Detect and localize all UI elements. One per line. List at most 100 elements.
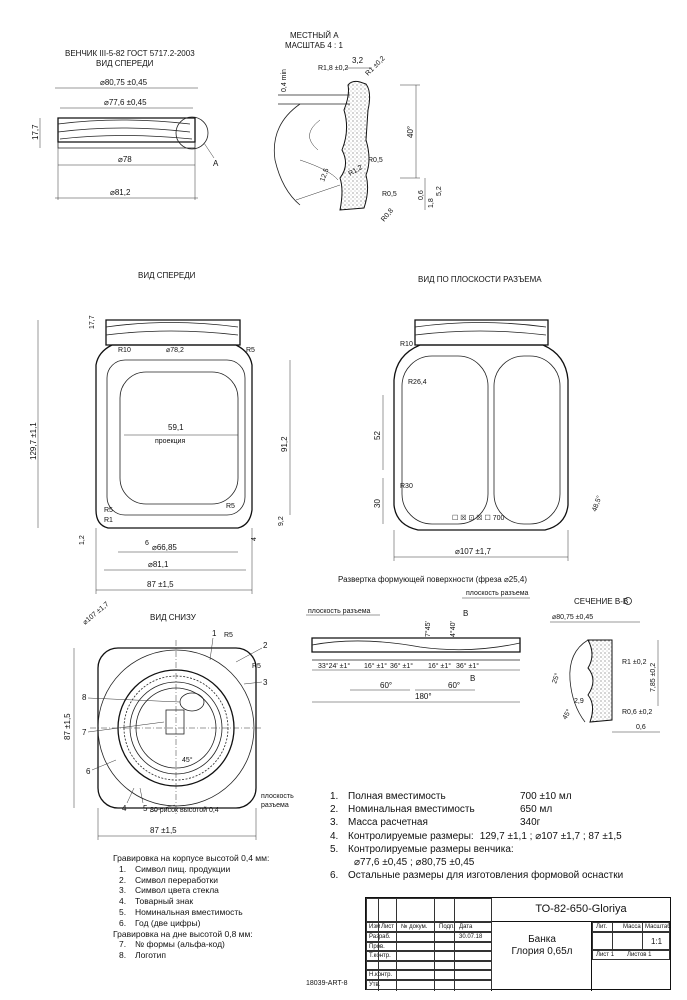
dim-bb-6: 45° bbox=[561, 708, 573, 721]
engraving-item: 7.№ формы (альфа-код) bbox=[113, 939, 323, 950]
dim-front-8: 91,2 bbox=[280, 436, 289, 452]
section-bb-title: СЕЧЕНИЕ В-В bbox=[574, 597, 628, 606]
note-num: 6. bbox=[330, 870, 339, 882]
parting-plane-label-2: разъема bbox=[261, 802, 289, 809]
engraving-item: 5.Номинальная вместимость bbox=[113, 907, 323, 918]
note-value: 129,7 ±1,1 ; ⌀107 ±1,7 ; 87 ±1,5 bbox=[479, 830, 622, 842]
dim-front-3: ⌀78,2 bbox=[166, 347, 184, 354]
dim-neck-d1: ⌀80,75 ±0,45 bbox=[100, 78, 148, 87]
note-num bbox=[330, 856, 348, 869]
tb-row-label: Утв. bbox=[369, 981, 381, 988]
callout-4: 4 bbox=[122, 804, 127, 813]
section-mark-top: В bbox=[463, 609, 468, 618]
tb-col-izm: Изм bbox=[369, 924, 381, 930]
note-label: Масса расчетная bbox=[348, 817, 428, 829]
dim-a-10: R0,8 bbox=[380, 207, 395, 223]
tb-row: Утв. bbox=[366, 979, 492, 990]
engraving-item: 4.Товарный знак bbox=[113, 896, 323, 907]
dim-a-6: 40° bbox=[406, 126, 415, 138]
callout-7: 7 bbox=[82, 728, 87, 737]
development-right-label: плоскость разъема bbox=[466, 590, 529, 597]
engraving-item: 2. Символ переработки bbox=[113, 875, 323, 886]
dev-dim-9: 60° bbox=[448, 681, 460, 690]
neck-view-title: ВЕНЧИК III-5-82 ГОСТ 5717.2-2003 bbox=[65, 49, 195, 58]
tb-sheet: Лист 1 bbox=[596, 952, 615, 958]
tb-designation: ТО-82-650-Gloriya bbox=[535, 903, 627, 915]
note-label: Полная вместимость bbox=[348, 791, 446, 802]
tb-date: 30.07.18 bbox=[459, 934, 483, 940]
parting-plane-label-1: плоскость bbox=[261, 793, 294, 800]
dim-neck-d2: ⌀77,6 ±0,45 bbox=[104, 98, 147, 107]
engraving-text: Номинальная вместимость bbox=[135, 906, 243, 917]
note-value: 340г bbox=[520, 817, 541, 829]
dim-front-1: 17,7 bbox=[89, 315, 96, 329]
tb-row: Разраб. 30.07.18 bbox=[366, 932, 492, 942]
tb-row-label: Т.контр. bbox=[369, 953, 391, 959]
dim-side-1: R10 bbox=[400, 341, 413, 348]
engraving-num: 6. bbox=[119, 917, 127, 928]
engraving-num: 3. bbox=[119, 885, 127, 896]
detail-a-scale: МАСШТАБ 4 : 1 bbox=[285, 41, 343, 50]
note-label: Контролируемые размеры венчика: bbox=[348, 843, 514, 855]
dim-side-4: 30 bbox=[373, 499, 382, 508]
tb-blank-rows bbox=[366, 898, 492, 922]
dev-dim-5: 36° ±1° bbox=[390, 662, 413, 670]
tb-name-cell: Банка Глория 0,65л bbox=[492, 922, 592, 991]
bottom-view: ВИД СНИЗУ ⌀107 ±1,7 R5 R5 87 ±1,5 45° 87… bbox=[63, 601, 294, 840]
dim-a-1: 3,2 bbox=[352, 56, 364, 65]
dim-front-13: 1,2 bbox=[79, 535, 86, 545]
tb-name-line2: Глория 0,65л bbox=[511, 946, 573, 957]
dim-front-5: 59,1 bbox=[168, 423, 184, 432]
engraving-item: 3.Символ цвета стекла bbox=[113, 885, 323, 896]
dim-a-11: 0,6 bbox=[418, 190, 425, 200]
dim-bottom-4: 87 ±1,5 bbox=[63, 713, 72, 740]
dim-front-16: 4 bbox=[251, 537, 258, 541]
dim-a-12: 5,2 bbox=[436, 186, 443, 196]
tb-row: Пров. bbox=[366, 941, 492, 951]
dim-side-6: 48,5° bbox=[590, 494, 603, 512]
footer-code: 18039-ART-8 bbox=[306, 980, 348, 987]
callout-8: 8 bbox=[82, 693, 87, 702]
callout-3: 3 bbox=[263, 678, 268, 687]
note-row: 4.Контролируемые размеры:129,7 ±1,1 ; ⌀1… bbox=[330, 830, 680, 843]
engraving-text: Символ переработки bbox=[135, 874, 219, 885]
notes-list: 1. Полная вместимость 700 ±10 мл 2.Номинал… bbox=[330, 790, 680, 882]
dim-neck-d3: ⌀78 bbox=[118, 155, 132, 164]
bottom-view-title: ВИД СНИЗУ bbox=[150, 613, 197, 622]
note-num: 1. bbox=[330, 791, 339, 802]
tb-col-sign: Подп. bbox=[439, 924, 455, 930]
knurl-note: 80 рисок высотой 0,4 bbox=[150, 806, 219, 814]
engraving-num: 2. bbox=[119, 874, 127, 885]
side-view-title: ВИД ПО ПЛОСКОСТИ РАЗЪЕМА bbox=[418, 275, 542, 284]
dim-bottom-2: R5 bbox=[224, 632, 233, 639]
tb-header-row: Изм Лист № докум. Подп. Дата bbox=[366, 922, 492, 932]
tb-sheets: Листов 1 bbox=[627, 952, 652, 958]
tb-row-label: Разраб. bbox=[369, 934, 391, 940]
dim-front-4: R5 bbox=[246, 347, 255, 354]
tb-row: Т.контр. bbox=[366, 951, 492, 961]
tb-lit-values: 1:1 bbox=[592, 932, 670, 950]
dim-side-7: ⌀107 ±1,7 bbox=[455, 547, 491, 556]
dim-bottom-3: R5 bbox=[252, 663, 261, 670]
tb-name-line1: Банка bbox=[528, 934, 556, 945]
engraving-text: Символ пищ. продукции bbox=[135, 863, 231, 874]
note-label: ⌀77,6 ±0,45 ; ⌀80,75 ±0,45 bbox=[354, 857, 475, 869]
dim-a-2: R1,8 ±0,2 bbox=[318, 65, 348, 72]
tb-row: Н.контр. bbox=[366, 970, 492, 980]
note-row: 1. Полная вместимость 700 ±10 мл bbox=[330, 790, 680, 803]
detail-a-title: МЕСТНЫЙ А bbox=[290, 31, 339, 40]
front-view-title: ВИД СПЕРЕДИ bbox=[138, 271, 196, 280]
note-label: Контролируемые размеры: bbox=[348, 830, 474, 842]
callout-5: 5 bbox=[143, 804, 148, 813]
detail-a-callout: А bbox=[213, 159, 219, 168]
tb-lit-row: Лит. Масса Масштаб bbox=[592, 922, 671, 932]
engraving-list: Гравировка на корпусе высотой 0,4 мм: 1.… bbox=[113, 853, 323, 961]
tb-row-label: Н.контр. bbox=[369, 972, 393, 978]
engraving-text: Товарный знак bbox=[135, 896, 194, 907]
dev-dim-1: 7°45' bbox=[424, 621, 432, 637]
note-value: 700 ±10 мл bbox=[520, 791, 572, 802]
note-num: 2. bbox=[330, 804, 339, 816]
section-bb-view: СЕЧЕНИЕ В-В ⌀80,75 ±0,45 R1 ±0,2 7,85 ±0… bbox=[550, 597, 660, 733]
